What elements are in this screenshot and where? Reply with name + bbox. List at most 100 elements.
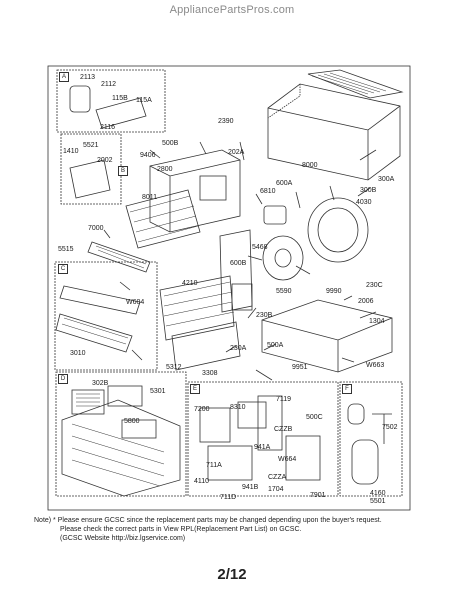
note-line-1: Note) * Please ensure GCSC since the rep… [34, 517, 382, 524]
part-label: 115A [136, 97, 152, 104]
part-label: 4210 [182, 280, 198, 287]
part-label: 5590 [276, 288, 292, 295]
part-label: 2002 [97, 157, 113, 164]
case-top-grille [307, 69, 404, 99]
section-tag-a: A [59, 72, 69, 82]
part-label: 1704 [268, 486, 284, 493]
part-label: 941B [242, 484, 259, 491]
part-label: 2800 [157, 166, 173, 173]
section-box-e [55, 371, 187, 497]
part-label: 941A [254, 444, 271, 451]
part-label: 5515 [58, 246, 74, 253]
part-label: 3010 [70, 350, 86, 357]
part-label: 8310 [230, 404, 246, 411]
front-filter [55, 313, 133, 353]
section-tag-c: C [58, 264, 68, 274]
part-label: 115B [112, 95, 128, 102]
part-label: 9951 [292, 364, 308, 371]
part-label: 230C [366, 282, 383, 289]
capacitor-box [231, 283, 253, 311]
part-label: 2113 [80, 74, 96, 81]
part-label: W604 [126, 299, 145, 306]
part-label: 9406 [140, 152, 156, 159]
part-label: 7119 [276, 396, 292, 403]
part-label: 5468 [252, 244, 268, 251]
pcb-relay [237, 401, 267, 429]
grille-panel-left [71, 389, 105, 415]
pcb-main [199, 407, 231, 443]
condenser-coil [171, 321, 241, 371]
part-label: 2116 [100, 124, 116, 131]
part-label: 4030 [356, 199, 372, 206]
evaporator-coil [159, 275, 235, 341]
part-label: 230B [256, 312, 273, 319]
note-line-2: Please check the correct parts in View R… [60, 526, 302, 533]
pcb-display [207, 445, 253, 481]
partition [219, 229, 253, 313]
replacement-note: Note) * Please ensure GCSC since the rep… [34, 516, 454, 543]
part-label: 302B [92, 380, 109, 387]
part-label: W664 [278, 456, 297, 463]
part-label: CZZA [268, 474, 287, 481]
section-tag-b: B [118, 166, 128, 176]
part-label: W663 [366, 362, 385, 369]
control-panel [199, 175, 227, 201]
part-label: CZZB [274, 426, 293, 433]
sensor-assembly [69, 85, 91, 113]
part-label: 300B [360, 187, 377, 194]
site-watermark: AppliancePartsPros.com [169, 4, 295, 16]
part-label: 4160 [370, 490, 386, 497]
part-label: 230A [230, 345, 247, 352]
compressor [351, 439, 379, 485]
small-coil [125, 189, 201, 249]
part-label: 7000 [88, 225, 104, 232]
part-label: 2006 [358, 298, 374, 305]
part-label: 5312 [166, 364, 182, 371]
part-label: 7901 [310, 492, 326, 499]
part-label: 202A [228, 149, 245, 156]
part-label: 8000 [302, 162, 318, 169]
part-label: 500B [162, 140, 179, 147]
part-label: 6810 [260, 188, 276, 195]
page-number: 2/12 [217, 566, 247, 583]
front-grille [61, 399, 181, 497]
part-label: 5501 [370, 498, 386, 505]
part-label: 2112 [101, 81, 117, 88]
outer-case-edges [267, 105, 401, 180]
section-tag-f: F [342, 384, 352, 394]
diagram-frame [47, 65, 411, 511]
control-box [149, 149, 241, 233]
pcb-bracket [257, 395, 283, 451]
air-guide [59, 285, 141, 315]
part-label: 600A [276, 180, 293, 187]
note-line-3: (GCSC Website http://biz.lgservice.com) [60, 535, 186, 542]
base-pan [261, 299, 393, 373]
grille-panel-right [107, 385, 143, 407]
filter-strip [87, 241, 151, 273]
part-label: 600B [230, 260, 247, 267]
fan-blower [262, 235, 304, 281]
section-box-a [56, 69, 166, 133]
cover-plate [285, 435, 321, 481]
fan-shroud [307, 197, 369, 263]
display-panel [121, 419, 157, 439]
part-label: 3308 [202, 370, 218, 377]
pipe [372, 413, 392, 444]
part-label: 500C [306, 414, 323, 421]
part-label: 4110 [194, 478, 210, 485]
part-label: 1410 [63, 148, 79, 155]
part-label: 5301 [150, 388, 166, 395]
outer-case [267, 83, 401, 181]
part-label: 5521 [83, 142, 99, 149]
bracket-a [95, 97, 147, 129]
section-tag-d: D [58, 374, 68, 384]
part-label: 7200 [194, 406, 210, 413]
part-label: 711D [220, 494, 237, 501]
part-label: 8011 [142, 194, 158, 201]
part-label: 5800 [124, 418, 140, 425]
section-box-f [187, 381, 339, 497]
part-label: 1304 [369, 318, 385, 325]
section-box-d [54, 261, 158, 371]
part-label: 300A [378, 176, 395, 183]
